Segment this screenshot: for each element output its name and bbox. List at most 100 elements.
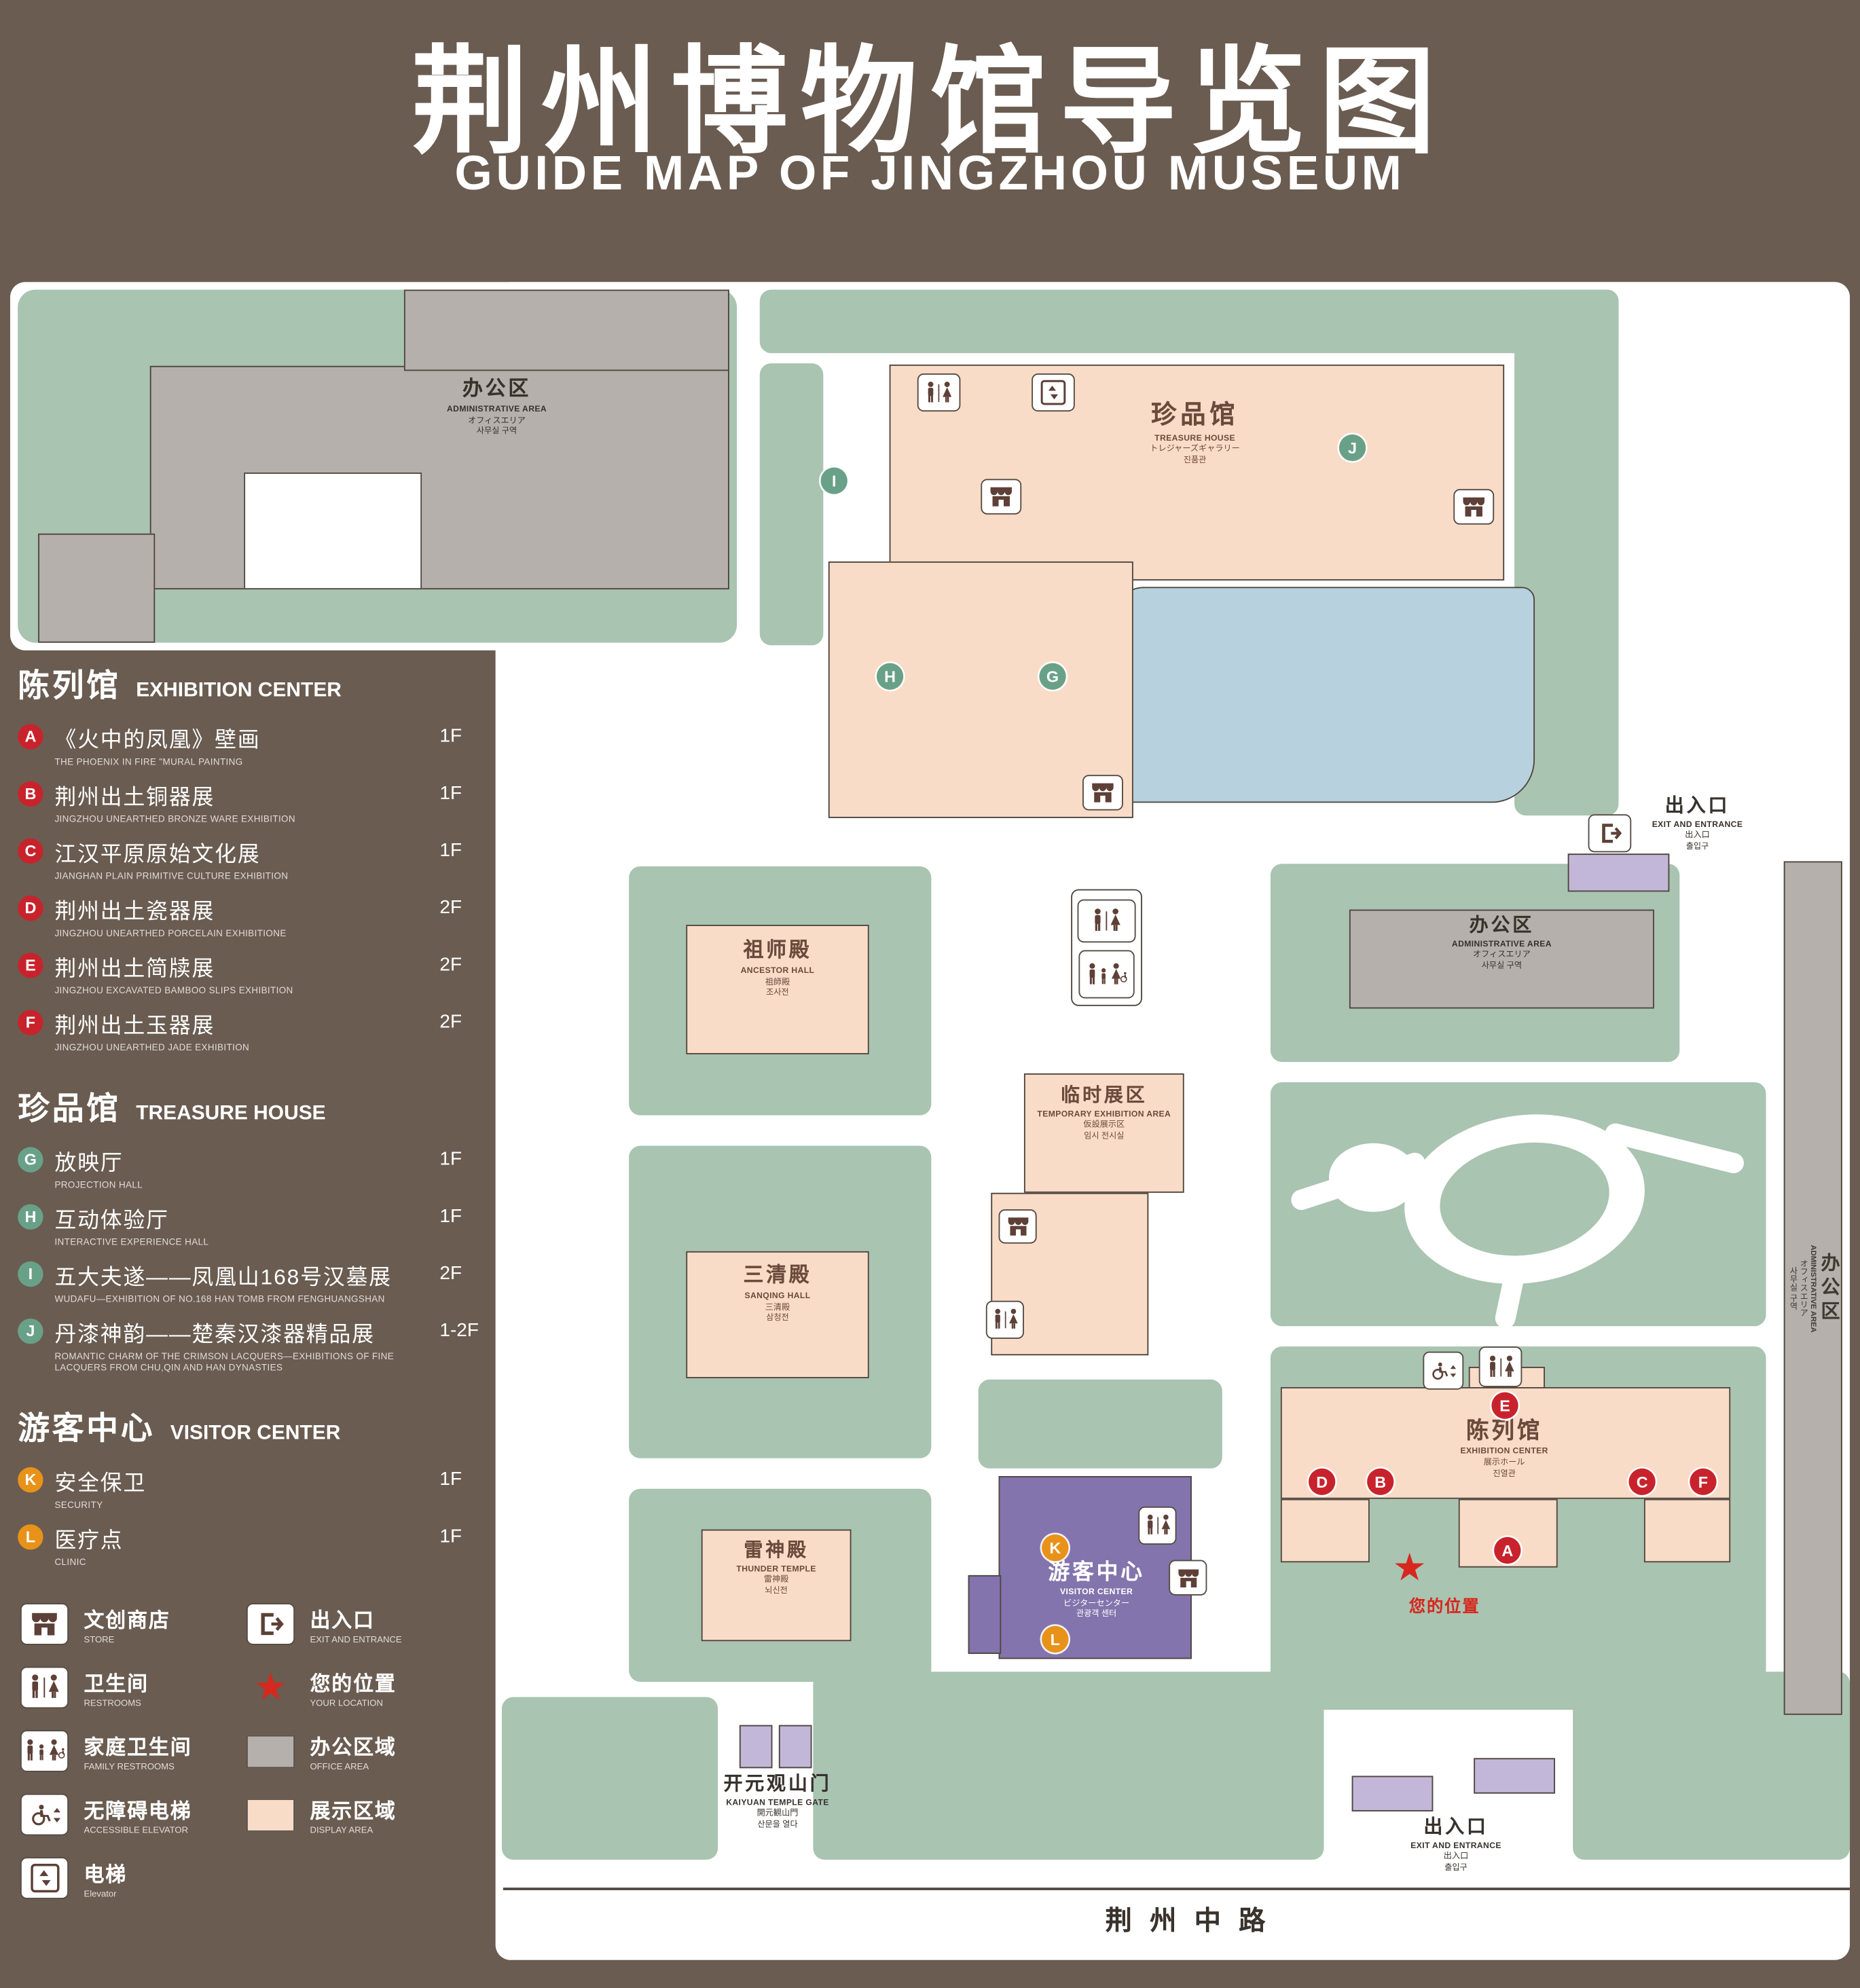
section-title-zh: 珍品馆 xyxy=(18,1091,121,1127)
admin-building-mid xyxy=(1349,909,1654,1009)
zh-line: 三清殿 xyxy=(743,1265,812,1287)
ko-line: 사무실 구역 xyxy=(476,426,517,437)
zh-line: 办公区 xyxy=(1469,915,1535,936)
green-area-west-strip xyxy=(759,363,824,646)
road-label: 荆州中路 xyxy=(1105,1907,1283,1936)
item-zh: 荆州出土玉器展 xyxy=(54,1013,215,1038)
zh-line: 游客中心 xyxy=(1048,1560,1145,1585)
item-floor: 1F xyxy=(439,1468,462,1490)
legend-item-l: L 医疗点 CLINIC 1F xyxy=(18,1522,493,1568)
your-location-text: 您的位置 xyxy=(1408,1596,1480,1616)
ko-line: 사무실 구역 xyxy=(1787,1266,1797,1310)
en-line: ANCESTOR HALL xyxy=(740,966,815,976)
ko-line: 관광객 센터 xyxy=(1076,1610,1117,1619)
symbol-zh: 卫生间 xyxy=(84,1674,149,1696)
map-marker-k: K xyxy=(1042,1534,1069,1562)
item-zh: 安全保卫 xyxy=(54,1471,147,1496)
map-marker-c: C xyxy=(1628,1468,1656,1496)
admin-mid-label: 办公区 ADMINISTRATIVE AREA オフィスエリア 사무실 구역 xyxy=(1354,915,1649,972)
family-restroom-icon xyxy=(1078,950,1135,999)
green-area-south xyxy=(813,1672,1324,1860)
pond-water xyxy=(1115,587,1535,803)
marker-badge: L xyxy=(18,1524,43,1550)
item-en: JINGZHOU EXCAVATED BAMBOO SLIPS EXHIBITI… xyxy=(54,984,293,996)
item-floor: 1F xyxy=(439,1525,462,1547)
restroom-icon xyxy=(1478,1346,1522,1388)
ko-line: 삼청전 xyxy=(766,1313,789,1323)
south-entrance-pad-west xyxy=(1351,1775,1434,1811)
symbol-en: Elevator xyxy=(84,1890,117,1899)
item-zh: 放映厅 xyxy=(54,1151,124,1175)
item-zh: 荆州出土铜器展 xyxy=(54,785,215,809)
item-en: SECURITY xyxy=(54,1498,103,1511)
family-restroom-icon xyxy=(20,1730,69,1772)
item-zh: 医疗点 xyxy=(54,1528,124,1553)
ja-line: オフィスエリア xyxy=(468,416,526,425)
marker-badge: F xyxy=(18,1010,43,1035)
accessible-elevator-icon xyxy=(20,1793,69,1836)
item-en: INTERACTIVE EXPERIENCE HALL xyxy=(54,1236,209,1248)
map-marker-h: H xyxy=(876,663,904,690)
gate-pad-west xyxy=(739,1725,773,1769)
zh-line: 雷神殿 xyxy=(744,1539,809,1562)
ja-line: 展示ホール xyxy=(1483,1458,1525,1467)
ja-line: オフィスエリア xyxy=(1798,1259,1807,1317)
visitor-center-label: 游客中心 VISITOR CENTER ビジターセンター 관광객 센터 xyxy=(1008,1560,1184,1619)
gate-pad-east xyxy=(778,1725,812,1769)
item-zh: 江汉平原原始文化展 xyxy=(54,842,261,866)
store-icon xyxy=(1453,489,1495,525)
store-icon xyxy=(20,1603,69,1645)
zh-line: 陈列馆 xyxy=(1466,1417,1543,1443)
symbol-zh: 展示区域 xyxy=(310,1801,397,1823)
item-floor: 1F xyxy=(439,839,462,862)
store-icon xyxy=(981,479,1022,515)
ja-line: トレジャーズギャラリー xyxy=(1150,445,1240,454)
section-title-zh: 陈列馆 xyxy=(18,668,121,704)
map-marker-i: I xyxy=(820,467,847,494)
sanqing-hall-label: 三清殿 SANQING HALL 三清殿 삼청전 xyxy=(689,1265,867,1323)
zh-line: 出入口 xyxy=(1664,795,1730,817)
item-zh: 荆州出土简牍展 xyxy=(54,956,215,981)
ancestor-hall-label: 祖师殿 ANCESTOR HALL 祖師殿 조사전 xyxy=(689,940,867,998)
section-title-en: VISITOR CENTER xyxy=(170,1422,341,1445)
exit-icon xyxy=(246,1603,295,1645)
ko-line: 출입구 xyxy=(1444,1863,1467,1873)
item-floor: 2F xyxy=(439,954,462,976)
item-en: THE PHOENIX IN FIRE "MURAL PAINTING xyxy=(54,756,243,768)
visitor-center-wing xyxy=(968,1575,1002,1654)
symbol-en: STORE xyxy=(84,1636,115,1645)
ja-line: 出入口 xyxy=(1685,831,1710,841)
ja-line: 雷神殿 xyxy=(763,1575,789,1585)
south-entrance-label: 出入口 EXIT AND ENTRANCE 出入口 출입구 xyxy=(1390,1816,1522,1873)
legend-section-treasure: 珍品馆 TREASURE HOUSE xyxy=(18,1084,493,1129)
symbol-en: YOUR LOCATION xyxy=(310,1699,383,1709)
en-line: SANQING HALL xyxy=(744,1291,811,1301)
ja-line: ビジターセンター xyxy=(1063,1598,1130,1608)
ko-line: 사무실 구역 xyxy=(1481,961,1522,971)
gate-label: 开元观山门 KAIYUAN TEMPLE GATE 開元観山門 산문을 열다 xyxy=(691,1773,864,1830)
marker-badge: H xyxy=(18,1204,43,1230)
ko-line: 진품관 xyxy=(1183,456,1207,465)
east-entrance-label: 出入口 EXIT AND ENTRANCE 出入口 출입구 xyxy=(1637,795,1759,852)
en-line: ADMINISTRATIVE AREA xyxy=(447,405,547,414)
map-marker-e: E xyxy=(1491,1392,1518,1419)
item-en: CLINIC xyxy=(54,1556,86,1568)
admin-northwest-label: 办公区 ADMINISTRATIVE AREA オフィスエリア 사무실 구역 xyxy=(388,379,604,437)
page-title: 荆州博物馆导览图 xyxy=(412,34,1448,170)
marker-badge: E xyxy=(18,953,43,978)
ko-line: 산문을 열다 xyxy=(757,1820,798,1830)
map-marker-j: J xyxy=(1338,434,1366,462)
